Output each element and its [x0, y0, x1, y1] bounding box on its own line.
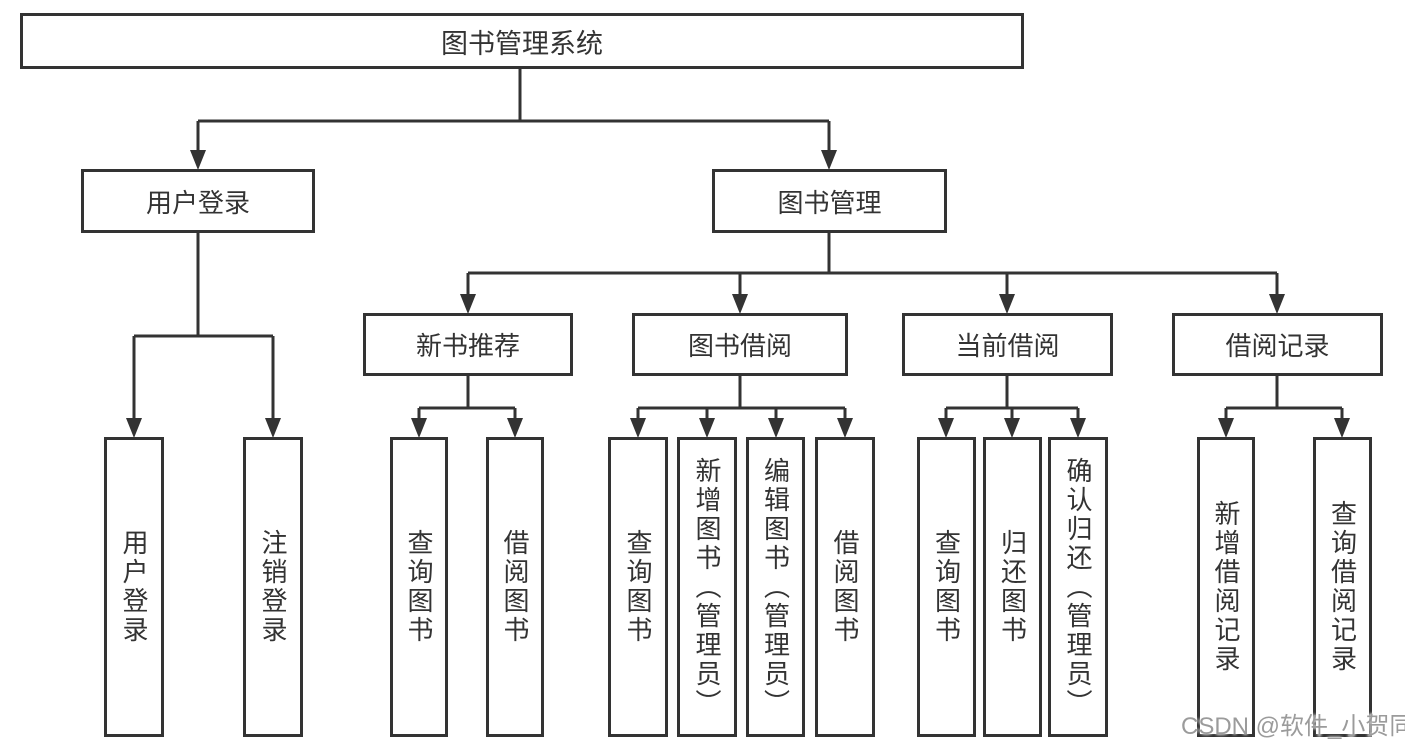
node-leaf-nb-query-book: 查询图书	[390, 437, 448, 737]
node-current-borrow: 当前借阅	[902, 313, 1113, 376]
node-book-borrow-label: 图书借阅	[687, 331, 792, 361]
node-leaf-bb-query-book: 查询图书	[608, 437, 668, 737]
node-leaf-cb-confirm-return-label: 确认归还（管理员）	[1063, 456, 1093, 718]
connector-book-borrow-children	[630, 376, 853, 438]
node-leaf-cb-return-book: 归还图书	[983, 437, 1042, 737]
node-leaf-cb-query-book: 查询图书	[917, 437, 976, 737]
node-leaf-nb-query-book-label: 查询图书	[404, 529, 434, 645]
node-user-login: 用户登录	[81, 169, 315, 233]
connector-book-mgmt-children	[460, 233, 1285, 314]
node-leaf-bb-query-book-label: 查询图书	[623, 529, 653, 645]
node-leaf-logout-label: 注销登录	[258, 529, 288, 645]
node-leaf-br-add-record-label: 新增借阅记录	[1211, 500, 1241, 674]
node-leaf-bb-borrow-book: 借阅图书	[815, 437, 875, 737]
node-leaf-bb-add-book: 新增图书（管理员）	[677, 437, 737, 737]
node-book-mgmt: 图书管理	[712, 169, 947, 233]
connector-borrow-record-children	[1218, 376, 1350, 438]
node-leaf-br-query-record: 查询借阅记录	[1313, 437, 1372, 737]
node-user-login-label: 用户登录	[145, 187, 250, 218]
connector-current-borrow-children	[938, 376, 1086, 438]
node-current-borrow-label: 当前借阅	[955, 331, 1060, 361]
csdn-watermark: CSDN @软件_小贺同学	[1181, 713, 1405, 740]
node-borrow-record: 借阅记录	[1172, 313, 1383, 376]
node-leaf-br-add-record: 新增借阅记录	[1197, 437, 1255, 737]
node-leaf-bb-borrow-book-label: 借阅图书	[830, 529, 860, 645]
connector-user-login-children	[126, 233, 281, 438]
node-new-book-rec: 新书推荐	[363, 313, 573, 376]
node-borrow-record-label: 借阅记录	[1225, 331, 1330, 361]
node-root-label: 图书管理系统	[441, 28, 603, 59]
node-new-book-rec-label: 新书推荐	[415, 331, 520, 361]
connector-new-book-rec-children	[411, 376, 523, 438]
node-leaf-nb-borrow-book-label: 借阅图书	[500, 529, 530, 645]
node-book-mgmt-label: 图书管理	[777, 187, 882, 218]
node-book-borrow: 图书借阅	[632, 313, 848, 376]
node-leaf-cb-query-book-label: 查询图书	[931, 529, 962, 645]
node-leaf-nb-borrow-book: 借阅图书	[486, 437, 544, 737]
node-leaf-br-query-record-label: 查询借阅记录	[1327, 500, 1358, 674]
node-leaf-user-login-label: 用户登录	[119, 529, 149, 645]
node-leaf-cb-return-book-label: 归还图书	[997, 529, 1028, 645]
node-leaf-bb-edit-book: 编辑图书（管理员）	[746, 437, 805, 737]
node-leaf-bb-edit-book-label: 编辑图书（管理员）	[760, 456, 791, 718]
node-leaf-cb-confirm-return: 确认归还（管理员）	[1048, 437, 1108, 737]
node-root: 图书管理系统	[20, 13, 1024, 69]
node-leaf-logout: 注销登录	[243, 437, 303, 737]
node-leaf-user-login: 用户登录	[104, 437, 164, 737]
node-leaf-bb-add-book-label: 新增图书（管理员）	[692, 456, 722, 718]
connector-root-to-level2	[190, 69, 837, 170]
